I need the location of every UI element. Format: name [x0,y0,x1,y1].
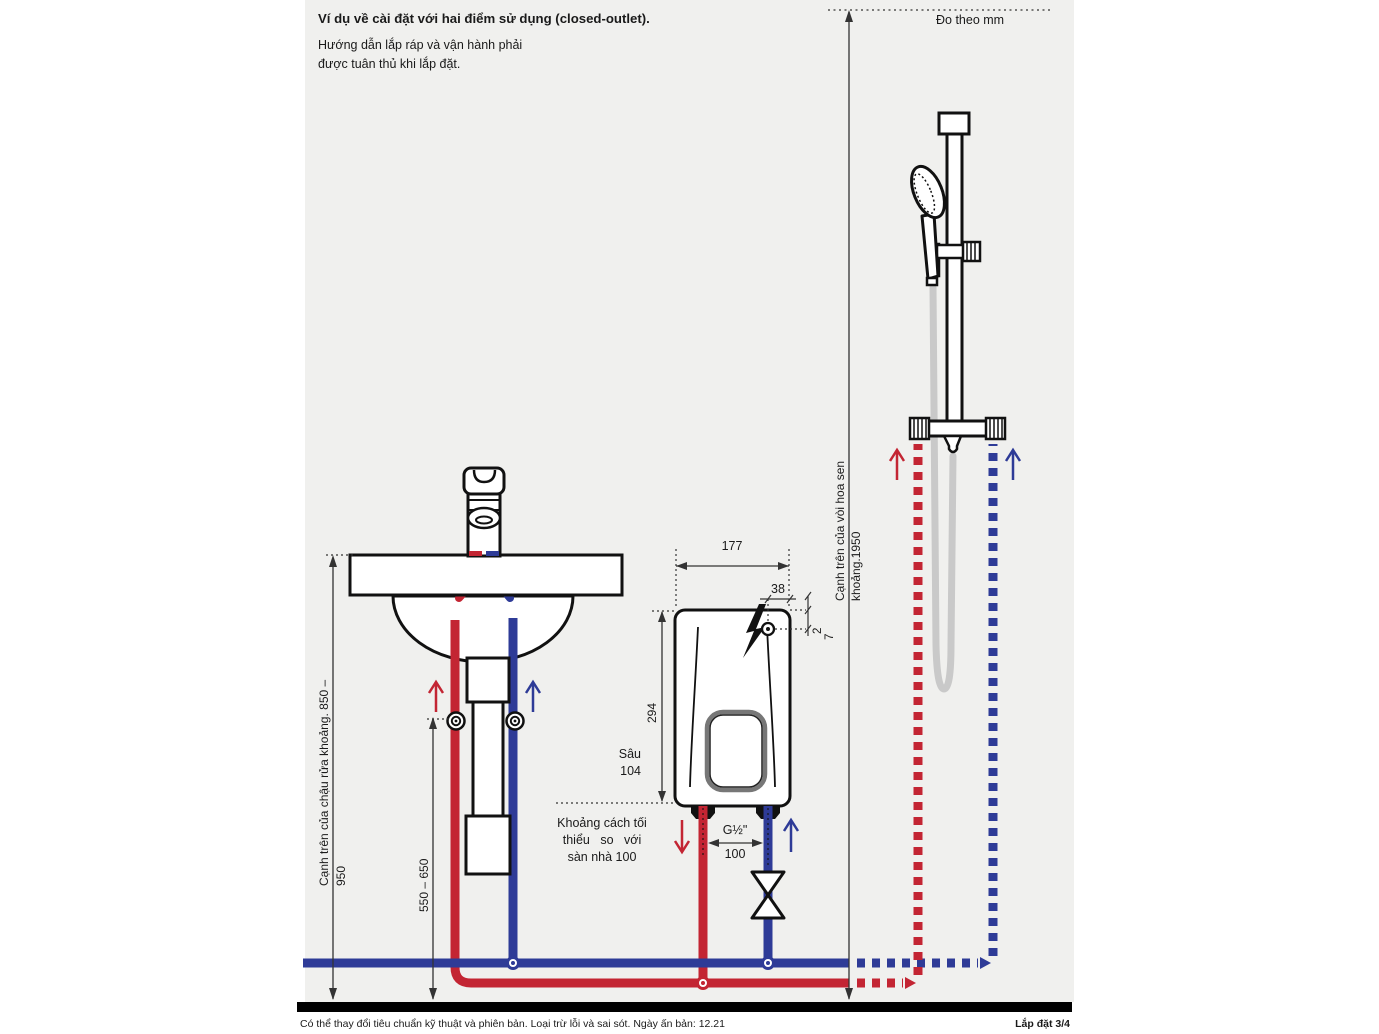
dim-valve-height: 550 – 650 [417,858,431,912]
shower-mixer [908,416,1007,454]
angle-valves [446,711,525,731]
sink-faucet [462,466,506,558]
shower-hose [929,283,957,693]
distribution-pipes [303,444,998,990]
unit-note: Đo theo mm [936,13,1005,27]
clearance-line1: Khoảng cách tối [557,816,647,830]
electric-bolt-icon [743,604,766,658]
footer-page-indicator: Lắp đặt 3/4 [1015,1018,1070,1030]
clearance-line2: thiểu so với [562,833,642,847]
dim-depth-label: Sâu [618,747,641,761]
dim-pipe-spacing: 100 [724,847,746,861]
dim-heater-width: 177 [721,539,743,553]
cold-flow-arrow-shower [1004,447,1022,480]
floor-line [297,1002,1072,1012]
dim-heater-height: 294 [645,702,659,723]
shutoff-valve [750,870,786,920]
dim-sink-height-label: Cạnh trên của chậu rửa khoảng. 850 – [317,679,331,886]
sink-counter [348,553,624,597]
hot-flow-arrow-heater [673,820,691,855]
dim-offset-7: 7 [824,633,836,640]
shower-set [888,111,1022,693]
dimension-arrowheads [329,10,853,1000]
water-heater [556,549,812,983]
cold-flow-arrow-heater [782,817,800,852]
dimension-lines [326,9,1050,999]
dim-depth-value: 104 [620,764,641,778]
footer-note: Có thể thay đổi tiêu chuẩn kỹ thuật và p… [300,1018,725,1030]
dim-shower-height-label: Cạnh trên của vòi hoa sen [833,460,847,601]
sink-drain [464,656,512,876]
subtitle-line1: Hướng dẫn lắp ráp và vận hành phải [318,38,523,52]
sink-fixture [348,466,849,988]
rail-top-cap [937,111,971,136]
subtitle-line2: được tuân thủ khi lắp đặt. [318,57,461,71]
clearance-line3: sàn nhà 100 [567,850,637,864]
hot-flow-arrow-shower [888,447,906,480]
rail-slider [935,243,967,260]
dim-offset-2: 2 [812,627,824,634]
dim-sink-height-value: 950 [334,865,348,886]
shower-rail [945,131,964,425]
hot-flow-arrow-sink [427,679,445,712]
page-title: Ví dụ về cài đặt với hai điểm sử dụng (c… [318,11,650,26]
cold-flow-arrow-sink [524,679,542,712]
dim-shower-height-value: khoảng.1950 [849,531,863,601]
shower-handset [910,164,946,287]
dim-pipe-thread: G½" [722,823,748,837]
dim-elec-offset: 38 [771,582,785,596]
